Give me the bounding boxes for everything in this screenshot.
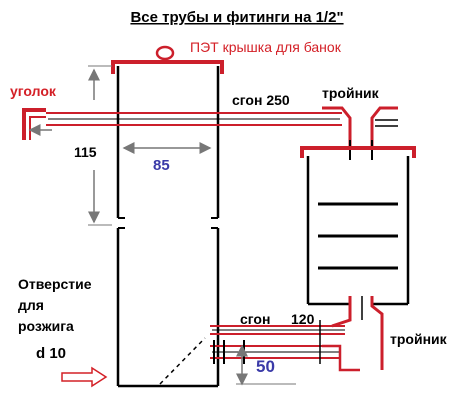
elbow-label: уголок	[10, 83, 57, 99]
tee-top-label: тройник	[322, 85, 380, 101]
pet-cap	[111, 60, 224, 74]
hole-label-line1: Отверстие	[18, 276, 92, 292]
nipple-bottom-label: сгон	[240, 311, 270, 327]
hole-diameter-label: d 10	[36, 345, 66, 362]
pet-cap-label: ПЭТ крышка для банок	[190, 39, 342, 55]
top-tee	[322, 106, 398, 160]
hole-label-line2: для	[18, 297, 44, 313]
nipple-top-label: сгон 250	[232, 92, 290, 108]
dim-115-label: 115	[74, 144, 97, 160]
diagram-title: Все трубы и фитинги на 1/2"	[130, 9, 343, 26]
cap-ring	[155, 45, 175, 61]
bottom-tee	[331, 296, 384, 370]
dim-50-label: 50	[256, 357, 275, 376]
top-pipe	[46, 112, 342, 126]
tee-bottom-label: тройник	[390, 331, 448, 347]
ignition-arrow	[61, 366, 108, 388]
elbow-fitting	[22, 108, 46, 140]
bottom-pipe	[210, 320, 360, 372]
right-container	[300, 146, 416, 306]
left-container	[116, 66, 220, 388]
dim-85-label: 85	[153, 157, 170, 174]
ignition-channel	[159, 337, 206, 385]
hole-label-line3: розжига	[18, 318, 74, 334]
nipple-bottom-length: 120	[291, 311, 315, 327]
